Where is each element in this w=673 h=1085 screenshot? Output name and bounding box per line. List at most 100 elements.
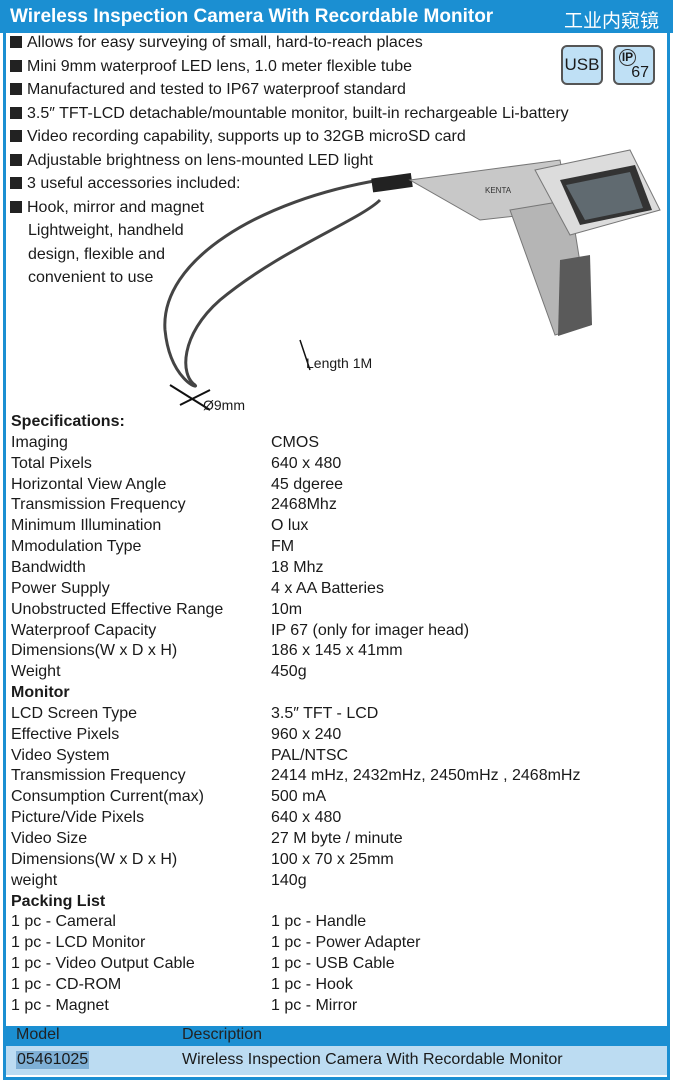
spec-value: 1 pc - USB Cable [271, 955, 395, 973]
bullet-icon [10, 106, 22, 119]
spec-value: 960 x 240 [271, 725, 342, 743]
feature-extra-line: Lightweight, handheld [28, 222, 184, 239]
feature-item: Manufactured and tested to IP67 waterpro… [10, 81, 406, 99]
spec-value: 1 pc - Handle [271, 913, 367, 931]
model-description: Wireless Inspection Camera With Recordab… [182, 1051, 563, 1068]
feature-text: Adjustable brightness on lens-mounted LE… [27, 151, 373, 169]
spec-row: 1 pc - CD-ROM 1 pc - Hook [11, 975, 353, 997]
spec-row: 1 pc - Video Output Cable 1 pc - USB Cabl… [11, 955, 395, 976]
spec-row: LCD Screen Type 3.5″ TFT - LCD [11, 704, 378, 726]
column-model: Model [16, 1026, 60, 1043]
length-label: Length 1M [306, 355, 373, 371]
feature-text: Hook, mirror and magnet [27, 198, 204, 216]
spec-row: Transmission Frequency 2414 mHz, 2432mHz,… [11, 767, 580, 788]
spec-value: CMOS [271, 433, 319, 451]
ip67-badge: IP 67 [613, 45, 655, 85]
spec-label: Minimum Illumination [11, 517, 162, 535]
section-heading: Specifications: [11, 413, 125, 430]
spec-row: Total Pixels 640 x 480 [11, 454, 341, 476]
spec-value: 2468Mhz [271, 496, 337, 514]
spec-value: 4 x AA Batteries [271, 579, 384, 597]
spec-label: Imaging [11, 433, 68, 451]
table-row: 05461025 Wireless Inspection Camera With… [6, 1046, 667, 1075]
spec-label: weight [11, 871, 58, 889]
spec-row: Consumption Current(max) 500 mA [11, 788, 326, 809]
spec-value: 640 x 480 [271, 809, 342, 827]
spec-value: 640 x 480 [271, 454, 342, 472]
ip-number: 67 [631, 64, 649, 81]
spec-label: 1 pc - CD-ROM [11, 975, 122, 993]
usb-label: USB [564, 55, 600, 74]
usb-badge: USB [561, 45, 603, 85]
feature-text: 3.5″ TFT-LCD detachable/mountable monito… [27, 104, 569, 122]
page-title-cn: 工业内窥镜 [563, 11, 659, 32]
spec-value: 2414 mHz, 2432mHz, 2450mHz , 2468mHz [271, 767, 581, 785]
spec-label: Unobstructed Effective Range [11, 600, 224, 618]
spec-row: Imaging CMOS [11, 433, 319, 455]
spec-row: Waterproof Capacity IP 67 (only for image… [11, 621, 469, 643]
feature-item: Hook, mirror and magnet [10, 199, 204, 217]
brand-label: KENTA [485, 186, 512, 195]
spec-row: Video Size 27 M byte / minute [11, 830, 403, 851]
diameter-label: Ø9mm [203, 397, 245, 413]
spec-label: 1 pc - Magnet [11, 996, 109, 1014]
spec-label: Total Pixels [11, 454, 92, 472]
table-header: Model Description [6, 1026, 667, 1046]
spec-value: PAL/NTSC [271, 746, 349, 764]
spec-label: Video Size [11, 830, 88, 847]
feature-text: 3 useful accessories included: [27, 175, 241, 192]
spec-label: Waterproof Capacity [11, 621, 157, 639]
spec-value: 1 pc - Hook [271, 975, 353, 993]
bullet-icon [10, 200, 22, 213]
spec-label: Picture/Vide Pixels [11, 809, 145, 827]
spec-value: O lux [271, 517, 309, 535]
header: Wireless Inspection Camera With Recordab… [0, 0, 673, 33]
spec-label: 1 pc - LCD Monitor [11, 934, 146, 952]
model-table: Model Description 05461025 Wireless Insp… [6, 1026, 667, 1078]
spec-value: 3.5″ TFT - LCD [271, 704, 379, 722]
feature-item: Mini 9mm waterproof LED lens, 1.0 meter … [10, 58, 412, 76]
page-title: Wireless Inspection Camera With Recordab… [10, 6, 494, 27]
spec-value: IP 67 (only for imager head) [271, 621, 470, 639]
spec-value: FM [271, 538, 295, 556]
spec-row: Minimum Illumination O lux [11, 517, 308, 538]
feature-item: Adjustable brightness on lens-mounted LE… [10, 152, 373, 170]
spec-label: Effective Pixels [11, 725, 120, 743]
spec-row: Dimensions(W x D x H)100 x 70 x 25mm [11, 850, 394, 872]
camera-image: KENTA [163, 149, 661, 411]
spec-value: 45 dgeree [271, 475, 344, 493]
feature-item: 3.5″ TFT-LCD detachable/mountable monito… [10, 105, 569, 123]
feature-text: Video recording capability, supports up … [27, 128, 466, 145]
column-description: Description [182, 1026, 263, 1043]
spec-label: Bandwidth [11, 558, 86, 576]
bullet-icon [10, 59, 22, 72]
feature-text: Allows for easy surveying of small, hard… [27, 34, 423, 51]
spec-value: 500 mA [271, 788, 327, 806]
spec-label: Mmodulation Type [11, 538, 142, 556]
spec-row: Picture/Vide Pixels 640 x 480 [11, 809, 341, 830]
spec-label: Transmission Frequency [11, 767, 186, 785]
spec-label: LCD Screen Type [11, 704, 137, 722]
feature-text: Manufactured and tested to IP67 waterpro… [27, 81, 406, 98]
spec-row: 1 pc - Cameral 1 pc - Handle [11, 913, 366, 934]
section-heading: Packing List [11, 892, 106, 910]
spec-label: Video System [11, 746, 110, 764]
spec-label: Dimensions(W x D x H) [11, 850, 178, 868]
spec-value: 27 M byte / minute [271, 830, 403, 847]
section-heading: Monitor [11, 684, 70, 702]
feature-item: Allows for easy surveying of small, hard… [10, 34, 423, 52]
ip-label: IP [619, 49, 636, 66]
bullet-icon [10, 130, 22, 142]
bullet-icon [10, 153, 22, 166]
spec-label: 1 pc - Cameral [11, 913, 116, 931]
spec-value: 450g [271, 663, 307, 681]
spec-label: Horizontal View Angle [11, 475, 167, 493]
spec-label: 1 pc - Video Output Cable [11, 955, 195, 973]
spec-label: Consumption Current(max) [11, 788, 204, 806]
